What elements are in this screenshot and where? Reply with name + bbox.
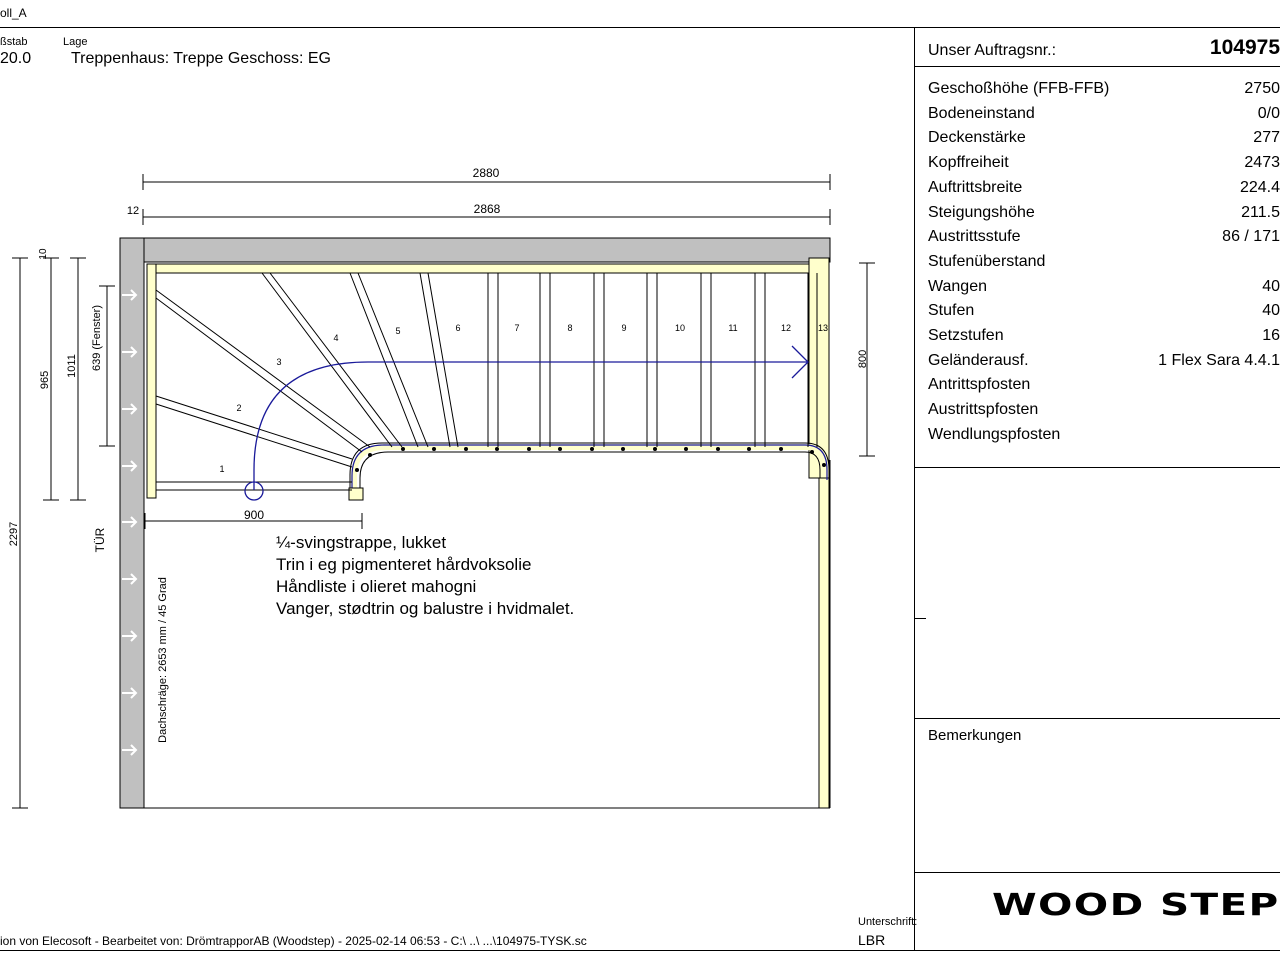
- left-stringer: [146, 263, 157, 499]
- spec-label: Stufen: [928, 302, 975, 319]
- step-number: 11: [728, 323, 737, 333]
- step-number: 10: [675, 323, 685, 333]
- spec-value: 2473: [1244, 154, 1280, 171]
- spec-value: 277: [1253, 129, 1280, 146]
- step-number: 2: [236, 403, 241, 413]
- spec-label: Geländerausf.: [928, 352, 1029, 369]
- spec-label: Steigungshöhe: [928, 204, 1035, 221]
- walk-line-arrow: [791, 345, 809, 379]
- spec-value: 0/0: [1257, 105, 1280, 122]
- signature-value: LBR: [858, 932, 886, 948]
- dim-2297-text: 2297: [8, 522, 20, 546]
- bottom-border: [0, 950, 1280, 951]
- walk-line-start: [244, 481, 264, 501]
- panel-rule-specs: [914, 467, 1280, 468]
- handrail-outline: [351, 444, 828, 500]
- drawing-title: oll_A: [0, 6, 27, 20]
- step-number: 4: [333, 333, 338, 343]
- spec-label: Wendlungspfosten: [928, 426, 1061, 443]
- spec-value: 211.5: [1241, 204, 1280, 221]
- balusters: [355, 447, 826, 472]
- walk-line: [253, 361, 808, 490]
- spec-label: Stufenüberstand: [928, 253, 1046, 270]
- dim-inner-text: 2868: [474, 202, 501, 216]
- inner-stringer-inner: [359, 451, 821, 500]
- spec-value: 1 Flex Sara 4.4.1: [1158, 352, 1280, 369]
- note-line: ¼-svingstrappe, lukket: [276, 533, 447, 552]
- spec-label: Deckenstärke: [928, 129, 1026, 146]
- inner-stringer-fill: [351, 444, 828, 500]
- panel-rule-logo: [914, 872, 1280, 873]
- note-line: Trin i eg pigmenteret hårdvoksolie: [276, 555, 532, 574]
- spec-value: 40: [1262, 278, 1280, 295]
- step-number: 13: [818, 323, 828, 333]
- order-number: 104975: [1209, 36, 1280, 59]
- spec-label: Antrittspfosten: [928, 376, 1031, 393]
- spec-label: Geschoßhöhe (FFB-FFB): [928, 80, 1110, 97]
- step-numbers: 1 2 3 4 5 6 7 8 9 10 11 12 13: [219, 323, 828, 474]
- top-stringer: [146, 263, 818, 274]
- stair-notes: ¼-svingstrappe, lukket Trin i eg pigment…: [276, 532, 574, 620]
- spec-value: 2750: [1244, 80, 1280, 97]
- location-value: Treppenhaus: Treppe Geschoss: EG: [71, 50, 331, 67]
- stair-plan-drawing: 2880 2868 12: [8, 166, 875, 809]
- step-number: 6: [455, 323, 460, 333]
- tread-lines: [155, 272, 818, 491]
- roof-slope-label: Dachschräge: 2653 mm / 45 Grad: [157, 577, 169, 743]
- top-border: [0, 27, 1280, 28]
- top-wall: [119, 237, 831, 263]
- spec-label: Auftrittsbreite: [928, 179, 1023, 196]
- spec-value: 40: [1262, 302, 1280, 319]
- dim-total-text: 2880: [473, 166, 500, 180]
- spec-value: 224.4: [1239, 179, 1280, 196]
- right-stringer-upper: [808, 257, 830, 479]
- step-number: 9: [621, 323, 626, 333]
- step-number: 1: [219, 464, 224, 474]
- spec-value: 86 / 171: [1222, 228, 1280, 245]
- order-label: Unser Auftragsnr.:: [928, 42, 1057, 59]
- scale-label: ßstab: [0, 36, 28, 48]
- step-number: 8: [567, 323, 572, 333]
- spec-label: Kopffreiheit: [928, 154, 1009, 171]
- dim-10-text: 10: [38, 248, 49, 260]
- location-label: Lage: [63, 36, 88, 48]
- newel-post: [348, 487, 364, 501]
- note-line: Håndliste i olieret mahogni: [276, 577, 477, 596]
- panel-rule-remarks: [914, 718, 1280, 719]
- dim-right-text: 800: [857, 350, 869, 368]
- spec-label: Austrittspfosten: [928, 401, 1039, 418]
- step-number: 3: [276, 357, 281, 367]
- woodstep-logo: WOOD STEP: [992, 888, 1280, 923]
- step-number: 7: [514, 323, 519, 333]
- spec-value: 16: [1262, 327, 1280, 344]
- remarks-label: Bemerkungen: [928, 727, 1022, 744]
- footer-text: ion von Elecosoft - Bearbeitet von: Dröm…: [0, 934, 587, 948]
- door-arrows: [122, 289, 138, 756]
- note-line: Vanger, stødtrin og balustre i hvidmalet…: [276, 599, 575, 618]
- spec-label: Austrittsstufe: [928, 228, 1021, 245]
- panel-rule-order: [914, 66, 1280, 67]
- panel-tick: [914, 618, 926, 619]
- dim-window-text: 639 (Fenster): [91, 305, 103, 371]
- signature-label: Unterschrift:: [858, 916, 918, 928]
- spec-label: Setzstufen: [928, 327, 1004, 344]
- dim-965-text: 965: [39, 371, 51, 389]
- dim-offset-text: 12: [127, 205, 139, 217]
- spec-label: Bodeneinstand: [928, 105, 1035, 122]
- step-number: 5: [395, 326, 400, 336]
- door-label: TÜR: [93, 527, 107, 552]
- spec-label: Wangen: [928, 278, 987, 295]
- scale-value: 20.0: [0, 50, 32, 67]
- dim-1011-text: 1011: [66, 354, 78, 378]
- panel-divider: [914, 27, 915, 951]
- dim-900-text: 900: [244, 508, 264, 522]
- right-stringer-lower: [818, 459, 830, 809]
- step-number: 12: [781, 323, 791, 333]
